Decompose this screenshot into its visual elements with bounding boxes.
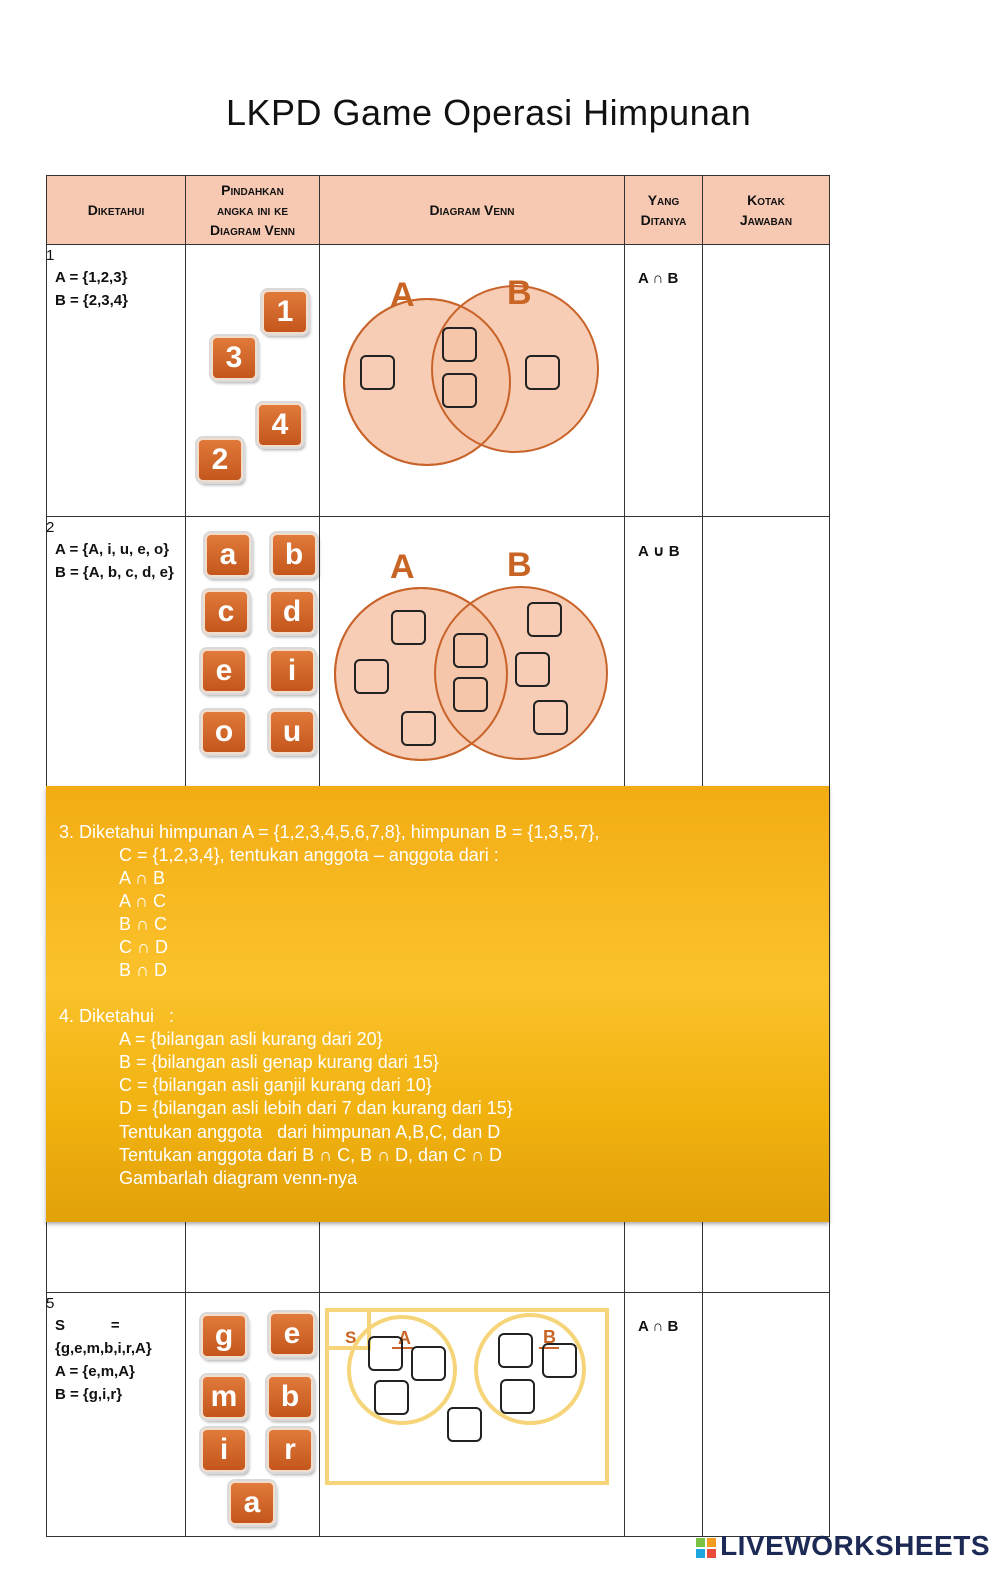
header-diagram-label: Diagram Venn — [429, 201, 515, 218]
row2-number: 2 — [46, 519, 55, 536]
drop-box[interactable] — [453, 677, 488, 712]
tile-u[interactable]: u — [269, 710, 315, 754]
tile-b[interactable]: b — [267, 1375, 313, 1419]
questions-overlay: 3. Diketahui himpunan A = {1,2,3,4,5,6,7… — [46, 786, 829, 1222]
header-ditanya-line1: Yang — [647, 191, 680, 208]
row5-number: 5 — [46, 1295, 55, 1312]
q4-item: C = {bilangan asli ganjil kurang dari 10… — [119, 1075, 432, 1095]
drop-box[interactable] — [401, 711, 436, 746]
row1-answer-cell[interactable] — [702, 244, 830, 517]
drop-box[interactable] — [542, 1343, 577, 1378]
q4-item: Tentukan anggota dari himpunan A,B,C, da… — [119, 1122, 501, 1142]
tile-a[interactable]: a — [205, 533, 251, 577]
row5-known-sets: S = {g,e,m,b,i,r,A} A = {e,m,A} B = {g,i… — [55, 1317, 152, 1403]
tile-c[interactable]: c — [203, 590, 249, 634]
drop-box[interactable] — [525, 355, 560, 390]
row2-label-b: B — [507, 546, 532, 584]
row1-known-sets: A = {1,2,3} B = {2,3,4} — [55, 269, 128, 309]
drop-box[interactable] — [442, 327, 477, 362]
header-kotak-jawaban: Kotak Jawaban — [702, 175, 830, 245]
page-title: LKPD Game Operasi Himpunan — [226, 92, 752, 133]
q3-item: B ∩ C — [119, 914, 167, 934]
row1-label-a: A — [390, 276, 415, 314]
drop-box[interactable] — [368, 1336, 403, 1371]
row2-label-a: A — [390, 548, 415, 586]
row1-number: 1 — [46, 247, 55, 264]
row5-label-b: B — [543, 1327, 556, 1347]
header-kotak-line2: Jawaban — [739, 212, 793, 228]
tile-m[interactable]: m — [201, 1375, 247, 1419]
header-ditanya-line2: Ditanya — [640, 212, 687, 228]
row5-label-s: S — [345, 1328, 357, 1347]
drop-box[interactable] — [453, 633, 488, 668]
header-pindahkan-line2: angka ini ke — [216, 201, 289, 218]
drop-box[interactable] — [527, 602, 562, 637]
q3-line2: C = {1,2,3,4}, tentukan anggota – anggot… — [119, 845, 499, 865]
drop-box[interactable] — [374, 1380, 409, 1415]
q3-line1: 3. Diketahui himpunan A = {1,2,3,4,5,6,7… — [59, 822, 600, 842]
venn-circle-b — [434, 586, 608, 760]
tile-4[interactable]: 4 — [257, 403, 303, 447]
header-kotak-line1: Kotak — [747, 191, 785, 208]
row5-venn-diagram — [325, 1308, 609, 1485]
row5-asked: A ∩ B — [638, 1318, 679, 1335]
drop-box[interactable] — [442, 373, 477, 408]
tile-b[interactable]: b — [271, 533, 317, 577]
venn-circle-a — [347, 1315, 457, 1425]
q3-item: A ∩ B — [119, 868, 165, 888]
row2-known-sets: A = {A, i, u, e, o} B = {A, b, c, d, e} — [55, 541, 174, 581]
row2-venn-diagram — [334, 586, 608, 761]
drop-box[interactable] — [498, 1333, 533, 1368]
drop-box[interactable] — [354, 659, 389, 694]
q3-item: C ∩ D — [119, 937, 168, 957]
row1-asked: A ∩ B — [638, 270, 679, 287]
tile-a[interactable]: a — [229, 1481, 275, 1525]
header-diketahui-label: Diketahui — [87, 201, 145, 218]
tile-i[interactable]: i — [269, 649, 315, 693]
drop-box[interactable] — [411, 1346, 446, 1381]
q4-item: D = {bilangan asli lebih dari 7 dan kura… — [119, 1098, 513, 1118]
liveworksheets-logo-icon — [696, 1537, 717, 1558]
drop-box[interactable] — [500, 1379, 535, 1414]
q3-item: B ∩ D — [119, 960, 167, 980]
q4-item: Tentukan anggota dari B ∩ C, B ∩ D, dan … — [119, 1145, 503, 1165]
tile-2[interactable]: 2 — [197, 438, 243, 482]
brand-watermark: LIVEWORKSHEETS — [695, 1530, 990, 1562]
row5-answer-cell[interactable] — [702, 1292, 830, 1537]
universe-rect — [325, 1308, 609, 1485]
drop-box[interactable] — [447, 1407, 482, 1442]
q4-item: B = {bilangan asli genap kurang dari 15} — [119, 1052, 439, 1072]
drop-box[interactable] — [533, 700, 568, 735]
brand-name: LIVEWORKSHEETS — [720, 1530, 990, 1561]
tile-o[interactable]: o — [201, 710, 247, 754]
tile-e[interactable]: e — [201, 649, 247, 693]
row2-asked: A ∪ B — [638, 543, 680, 560]
tile-r[interactable]: r — [267, 1428, 313, 1472]
q3-item: A ∩ C — [119, 891, 166, 911]
tile-g[interactable]: g — [201, 1314, 247, 1358]
header-diketahui: Diketahui — [46, 175, 186, 245]
q4-item: A = {bilangan asli kurang dari 20} — [119, 1029, 383, 1049]
venn-circle-b — [474, 1313, 586, 1425]
drop-box[interactable] — [515, 652, 550, 687]
header-ditanya: Yang Ditanya — [624, 175, 703, 245]
q4-line1: 4. Diketahui : — [59, 1006, 175, 1026]
drop-box[interactable] — [391, 610, 426, 645]
header-diagram: Diagram Venn — [319, 175, 625, 245]
row1-label-b: B — [507, 274, 532, 312]
header-pindahkan-line1: Pindahkan — [221, 181, 284, 198]
tile-3[interactable]: 3 — [211, 336, 257, 380]
drop-box[interactable] — [360, 355, 395, 390]
header-pindahkan-line3: Diagram Venn — [209, 222, 295, 239]
tile-d[interactable]: d — [269, 590, 315, 634]
tile-e[interactable]: e — [269, 1312, 315, 1356]
tile-i[interactable]: i — [201, 1428, 247, 1472]
q4-item: Gambarlah diagram venn-nya — [119, 1168, 358, 1188]
header-pindahkan: Pindahkan angka ini ke Diagram Venn — [185, 175, 320, 245]
tile-1[interactable]: 1 — [262, 290, 308, 334]
